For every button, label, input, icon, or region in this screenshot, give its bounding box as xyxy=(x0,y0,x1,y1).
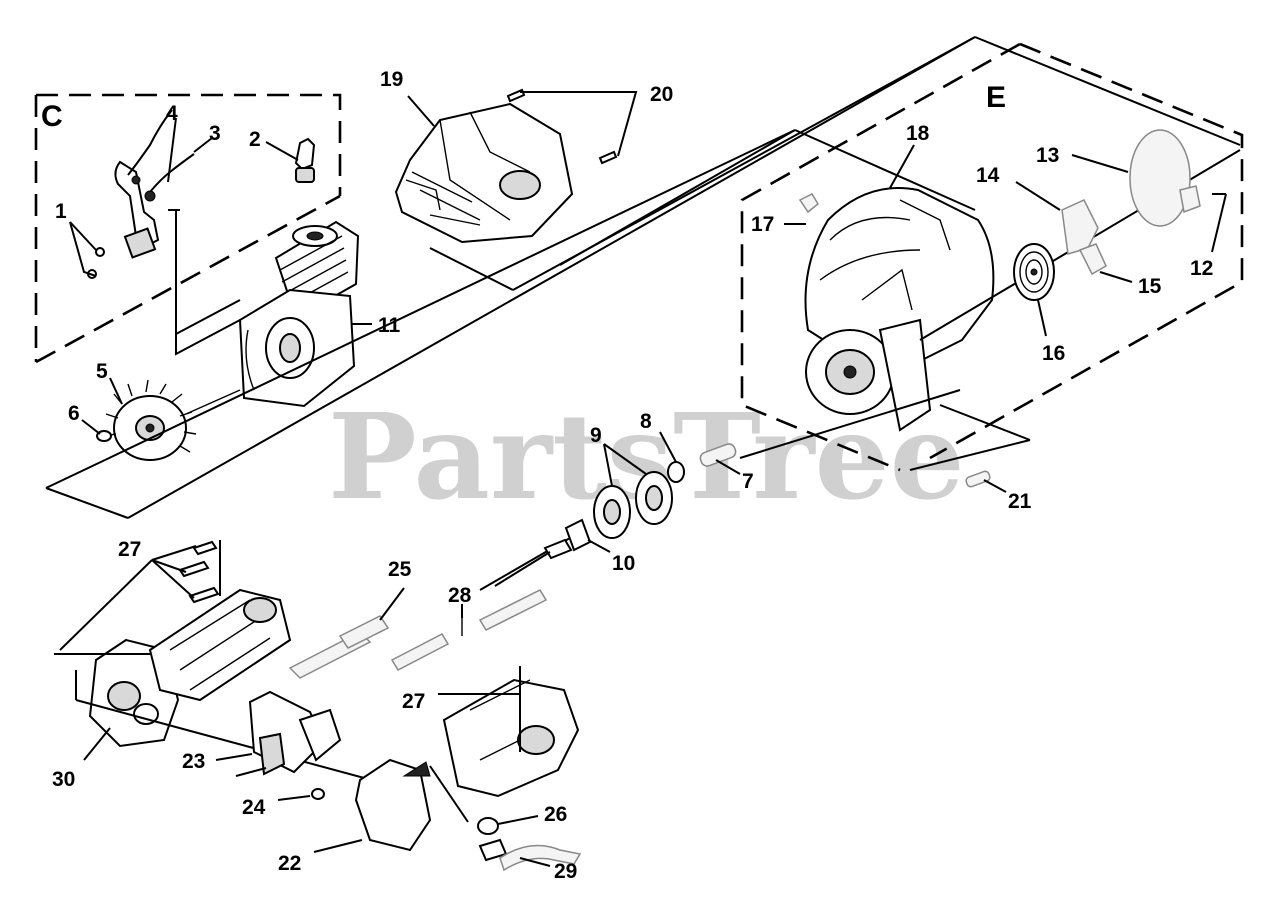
drive-shaft-parts xyxy=(479,389,1031,591)
assembly-guide-lines xyxy=(45,36,1241,519)
callout-14: 14 xyxy=(976,164,1000,187)
recoil-spring xyxy=(1013,243,1055,301)
callout-11: 11 xyxy=(378,314,401,337)
section-c-label: C xyxy=(41,100,63,133)
leader-lines xyxy=(59,91,1227,867)
callout-7: 7 xyxy=(742,470,754,493)
callout-12: 12 xyxy=(1190,257,1213,280)
callout-28: 28 xyxy=(448,584,472,607)
spark-plug xyxy=(294,137,316,183)
callout-16: 16 xyxy=(1042,342,1065,365)
callout-4: 4 xyxy=(166,102,178,125)
callout-22: 22 xyxy=(278,852,301,875)
starter-cover xyxy=(1129,129,1201,227)
callout-20: 20 xyxy=(650,83,673,106)
callout-8: 8 xyxy=(640,410,652,433)
engine-cylinder xyxy=(238,220,360,408)
hose-clip xyxy=(798,193,819,214)
callout-3: 3 xyxy=(209,122,221,145)
starter-pulley xyxy=(1061,199,1107,276)
handle-assembly xyxy=(235,690,342,800)
callout-24: 24 xyxy=(242,796,266,819)
section-c-box xyxy=(34,93,342,364)
callout-labels: 1 2 3 4 5 6 7 8 9 10 11 12 13 14 15 16 1… xyxy=(52,68,1213,883)
flywheel xyxy=(96,379,197,461)
callout-27-upper: 27 xyxy=(118,538,141,561)
callout-30: 30 xyxy=(52,768,75,791)
section-e-box xyxy=(740,42,1244,472)
callout-26: 26 xyxy=(544,803,567,826)
callout-5: 5 xyxy=(96,360,108,383)
callout-15: 15 xyxy=(1138,275,1162,298)
callout-1: 1 xyxy=(55,200,67,223)
engine-shroud xyxy=(394,36,976,291)
gear-head xyxy=(354,666,582,872)
callout-23: 23 xyxy=(182,750,205,773)
callout-9: 9 xyxy=(590,424,602,447)
callout-18: 18 xyxy=(906,122,930,145)
callout-21: 21 xyxy=(1008,490,1032,513)
callout-13: 13 xyxy=(1036,144,1059,167)
callout-29: 29 xyxy=(554,860,577,883)
callout-2: 2 xyxy=(249,128,261,151)
callout-27-lower: 27 xyxy=(402,690,425,713)
callout-17: 17 xyxy=(751,213,774,236)
callout-19: 19 xyxy=(380,68,403,91)
callout-10: 10 xyxy=(612,552,635,575)
callout-6: 6 xyxy=(68,402,80,425)
section-e-label: E xyxy=(986,81,1006,114)
callout-25: 25 xyxy=(388,558,412,581)
ignition-module xyxy=(87,109,195,279)
lower-housing xyxy=(54,540,548,786)
fan-housing xyxy=(804,149,1241,432)
